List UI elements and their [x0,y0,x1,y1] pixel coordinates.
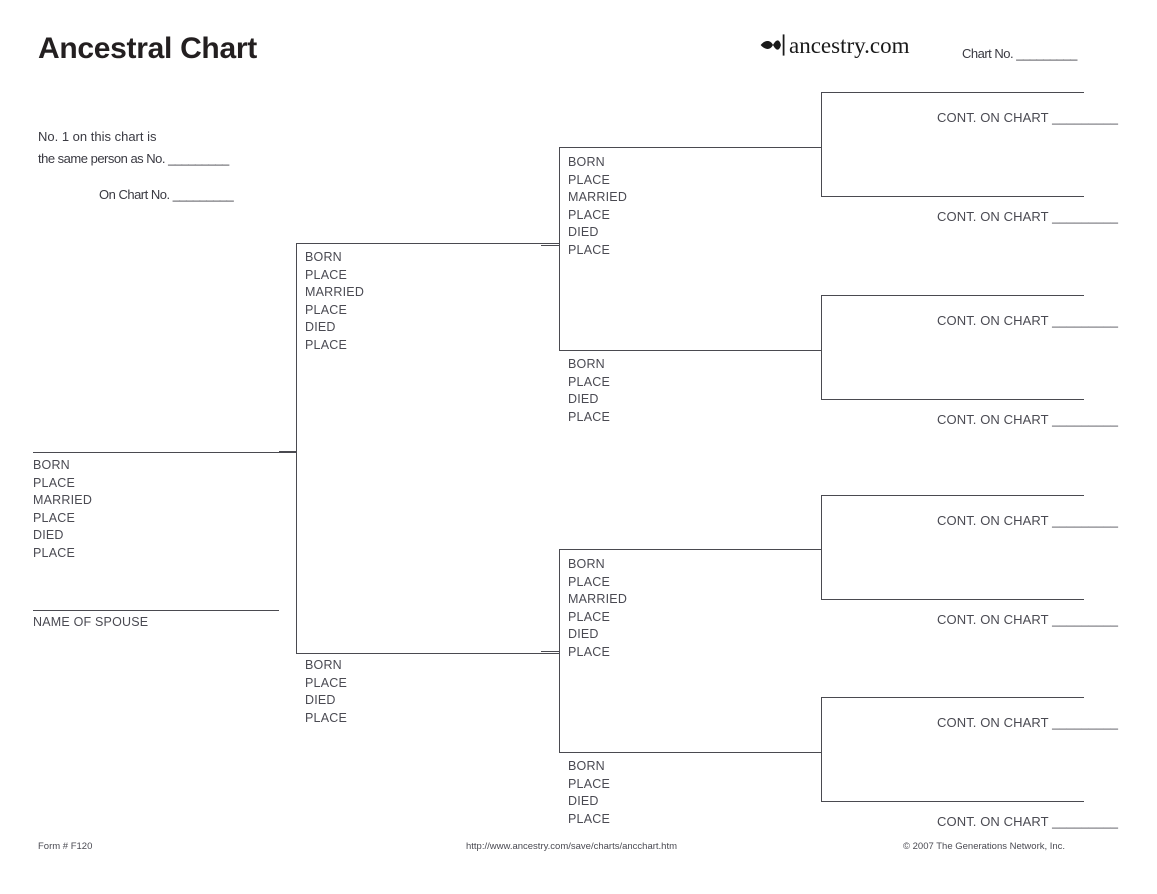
ancestry-logo: ancestry.com [758,30,909,60]
gen4-bracket2-stub [803,350,821,351]
gen4-entry1-rule[interactable] [821,92,1084,93]
gen4-bracket4-vertical [821,697,822,801]
gen2-mother-name-rule[interactable] [296,653,559,654]
gen4-entry1-cont-label[interactable]: CONT. ON CHART _________ [937,110,1119,125]
gen4-entry7-rule[interactable] [821,697,1084,698]
field-place[interactable]: PLACE [568,776,610,791]
gen4-bracket3-vertical [821,495,822,599]
gen2-father-name-rule[interactable] [296,243,559,244]
field-place[interactable]: PLACE [33,475,75,490]
gen4-entry3-rule[interactable] [821,295,1084,296]
gen4-entry8-rule[interactable] [821,801,1084,802]
footer-url[interactable]: http://www.ancestry.com/save/charts/ancc… [466,841,678,852]
field-married[interactable]: MARRIED [305,285,365,299]
gen4-bracket4-stub [803,752,821,753]
field-place[interactable]: PLACE [305,267,347,282]
gen3-lower-connector-stub [541,651,559,652]
field-place-2[interactable]: PLACE [568,609,610,624]
ancestry-leaf-icon [760,34,785,56]
gen4-entry2-cont-label[interactable]: CONT. ON CHART _________ [937,209,1119,224]
gen3-upper-connector-stub [541,245,559,246]
field-born[interactable]: BORN [568,557,605,571]
field-place-2[interactable]: PLACE [568,811,610,826]
gen4-entry5-cont-label[interactable]: CONT. ON CHART _________ [937,513,1119,528]
person1-spouse-label: NAME OF SPOUSE [33,615,149,629]
field-place-3[interactable]: PLACE [568,242,610,257]
field-born[interactable]: BORN [568,155,605,169]
gen4-entry4-rule[interactable] [821,399,1084,400]
field-married[interactable]: MARRIED [568,592,628,606]
field-born[interactable]: BORN [33,458,70,472]
gen4-entry4-cont-label[interactable]: CONT. ON CHART _________ [937,412,1119,427]
gen3-box1-name-rule[interactable] [559,147,821,148]
field-place-2[interactable]: PLACE [305,710,347,725]
field-died[interactable]: DIED [305,320,336,334]
gen3-upper-bracket-vertical [559,147,560,350]
footer-form-number: Form # F120 [38,841,93,852]
field-born[interactable]: BORN [305,658,342,672]
footer-copyright: © 2007 The Generations Network, Inc. [903,841,1066,852]
person1-fields: BORN PLACE MARRIED PLACE DIED PLACE [33,457,92,562]
on-chart-no-field[interactable]: On Chart No. _________ [99,187,234,202]
field-place-3[interactable]: PLACE [568,644,610,659]
same-person-no-field[interactable]: the same person as No. _________ [38,151,229,166]
gen4-entry2-rule[interactable] [821,196,1084,197]
gen4-bracket2-vertical [821,295,822,399]
same-person-note: No. 1 on this chart is the same person a… [38,126,234,206]
chart-no-field[interactable]: Chart No. _________ [962,46,1077,61]
page-title: Ancestral Chart [38,32,257,65]
gen2-connector-stub [279,451,297,452]
person1-spouse-rule[interactable] [33,610,279,611]
field-place[interactable]: PLACE [568,172,610,187]
field-died[interactable]: DIED [568,225,599,239]
gen3-box4-name-rule[interactable] [559,752,821,753]
field-place-2[interactable]: PLACE [568,207,610,222]
gen4-entry3-cont-label[interactable]: CONT. ON CHART _________ [937,313,1119,328]
field-place[interactable]: PLACE [568,374,610,389]
field-died[interactable]: DIED [33,528,64,542]
gen3-box4-fields: BORN PLACE DIED PLACE [568,758,610,828]
field-born[interactable]: BORN [305,250,342,264]
gen3-box2-fields: BORN PLACE DIED PLACE [568,356,610,426]
field-died[interactable]: DIED [568,627,599,641]
gen4-entry5-rule[interactable] [821,495,1084,496]
gen3-box2-name-rule[interactable] [559,350,821,351]
gen4-entry6-rule[interactable] [821,599,1084,600]
ancestry-wordmark: ancestry.com [789,32,910,58]
person1-name-rule[interactable] [33,452,297,453]
gen2-father-fields: BORN PLACE MARRIED PLACE DIED PLACE [305,249,364,354]
gen3-lower-bracket-vertical [559,549,560,752]
field-place-2[interactable]: PLACE [305,302,347,317]
field-place-3[interactable]: PLACE [305,337,347,352]
gen3-box1-fields: BORN PLACE MARRIED PLACE DIED PLACE [568,154,627,259]
field-married[interactable]: MARRIED [568,190,628,204]
field-died[interactable]: DIED [305,693,336,707]
field-place-2[interactable]: PLACE [568,409,610,424]
field-died[interactable]: DIED [568,392,599,406]
gen3-box3-fields: BORN PLACE MARRIED PLACE DIED PLACE [568,556,627,661]
field-married[interactable]: MARRIED [33,493,93,507]
field-place-3[interactable]: PLACE [33,545,75,560]
field-born[interactable]: BORN [568,759,605,773]
gen2-bracket-vertical [296,243,297,653]
field-died[interactable]: DIED [568,794,599,808]
gen4-entry8-cont-label[interactable]: CONT. ON CHART _________ [937,814,1119,829]
gen3-box3-name-rule[interactable] [559,549,821,550]
field-place[interactable]: PLACE [568,574,610,589]
gen4-entry6-cont-label[interactable]: CONT. ON CHART _________ [937,612,1119,627]
field-place[interactable]: PLACE [305,675,347,690]
gen4-bracket1-stub [803,147,821,148]
gen4-bracket1-vertical [821,92,822,196]
note-line-1: No. 1 on this chart is [38,129,157,144]
gen4-entry7-cont-label[interactable]: CONT. ON CHART _________ [937,715,1119,730]
gen2-mother-fields: BORN PLACE DIED PLACE [305,657,347,727]
field-place-2[interactable]: PLACE [33,510,75,525]
field-born[interactable]: BORN [568,357,605,371]
gen4-bracket3-stub [803,549,821,550]
